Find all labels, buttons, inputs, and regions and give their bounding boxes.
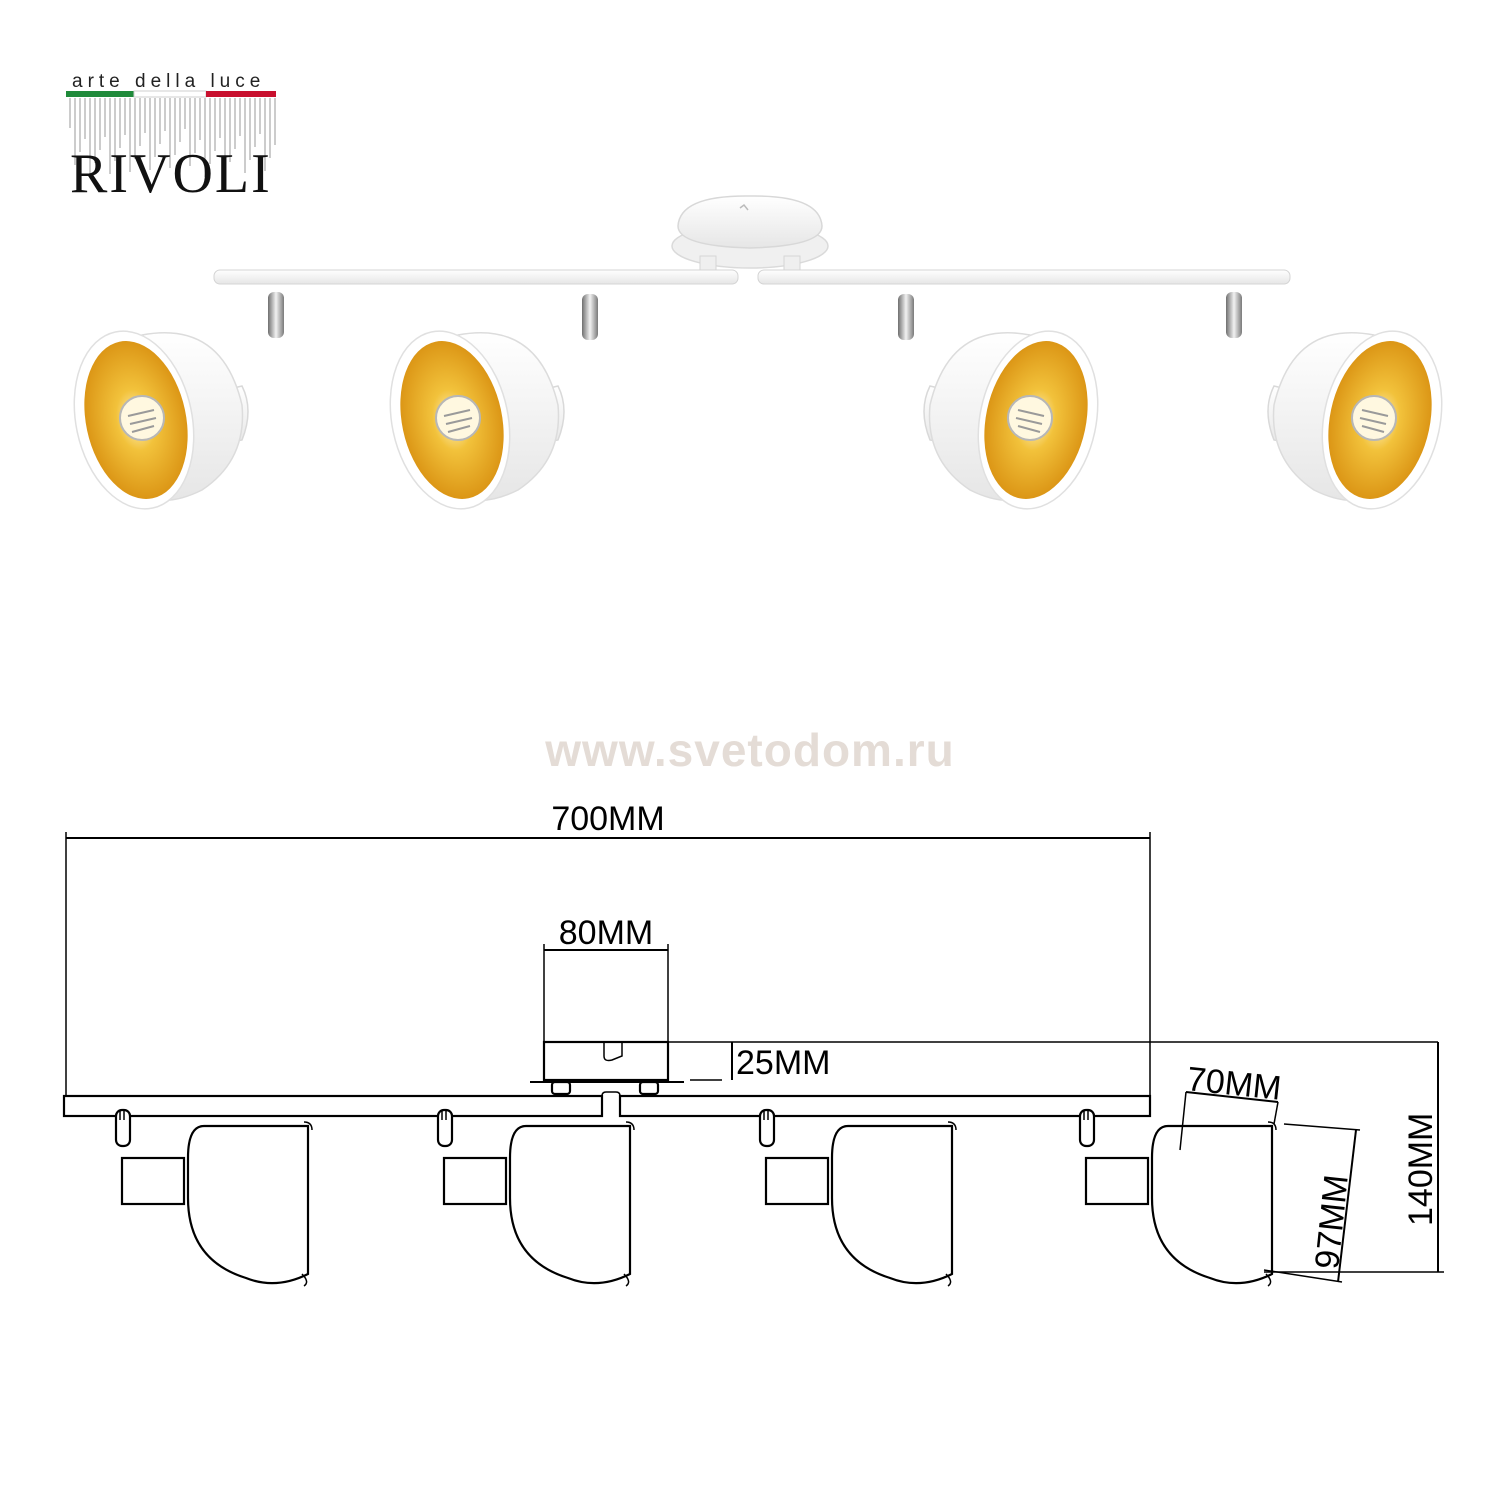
spotlight-head-1 xyxy=(57,318,249,522)
brand-logo: arte della luce RIVOLI xyxy=(66,71,276,205)
dim-total-length: 700MM xyxy=(551,800,664,838)
swivel-3 xyxy=(898,294,914,340)
canopy-block-outline xyxy=(542,1040,670,1082)
crystal-strands-icon xyxy=(69,98,276,177)
rail-left-outline xyxy=(62,1094,604,1118)
watermark-text: www.svetodom.ru xyxy=(544,724,954,776)
technical-drawing: 700MM 80MM 25MM 70MM 9 xyxy=(62,800,1444,1288)
rail-right xyxy=(757,269,1291,285)
swivel-1 xyxy=(268,292,284,338)
swivel-4 xyxy=(1226,292,1242,338)
dim-shade-height: 97MM xyxy=(1308,1173,1356,1271)
spotlight-outline-2 xyxy=(436,1108,636,1288)
rail-right-outline xyxy=(618,1094,1152,1118)
spotlight-head-4 xyxy=(1267,318,1459,522)
spotlight-outline-4 xyxy=(1078,1108,1278,1288)
dim-base-width: 80MM xyxy=(559,914,653,952)
flag-white-stripe xyxy=(133,90,207,98)
product-render xyxy=(57,195,1459,522)
dim-shade-width: 70MM xyxy=(1185,1060,1283,1108)
brand-name: RIVOLI xyxy=(70,143,272,205)
dim-total-height: 140MM xyxy=(1402,1113,1440,1226)
canopy-base xyxy=(677,195,823,249)
flag-red-stripe xyxy=(206,91,276,97)
spotlight-head-2 xyxy=(373,318,565,522)
spotlight-outline-1 xyxy=(114,1108,314,1288)
brand-tagline: arte della luce xyxy=(72,71,265,92)
spotlight-outline-3 xyxy=(758,1108,958,1288)
spotlight-head-3 xyxy=(923,318,1115,522)
dim-base-height: 25MM xyxy=(736,1044,830,1082)
rail-left xyxy=(213,269,739,285)
swivel-2 xyxy=(582,294,598,340)
flag-green-stripe xyxy=(66,91,134,97)
